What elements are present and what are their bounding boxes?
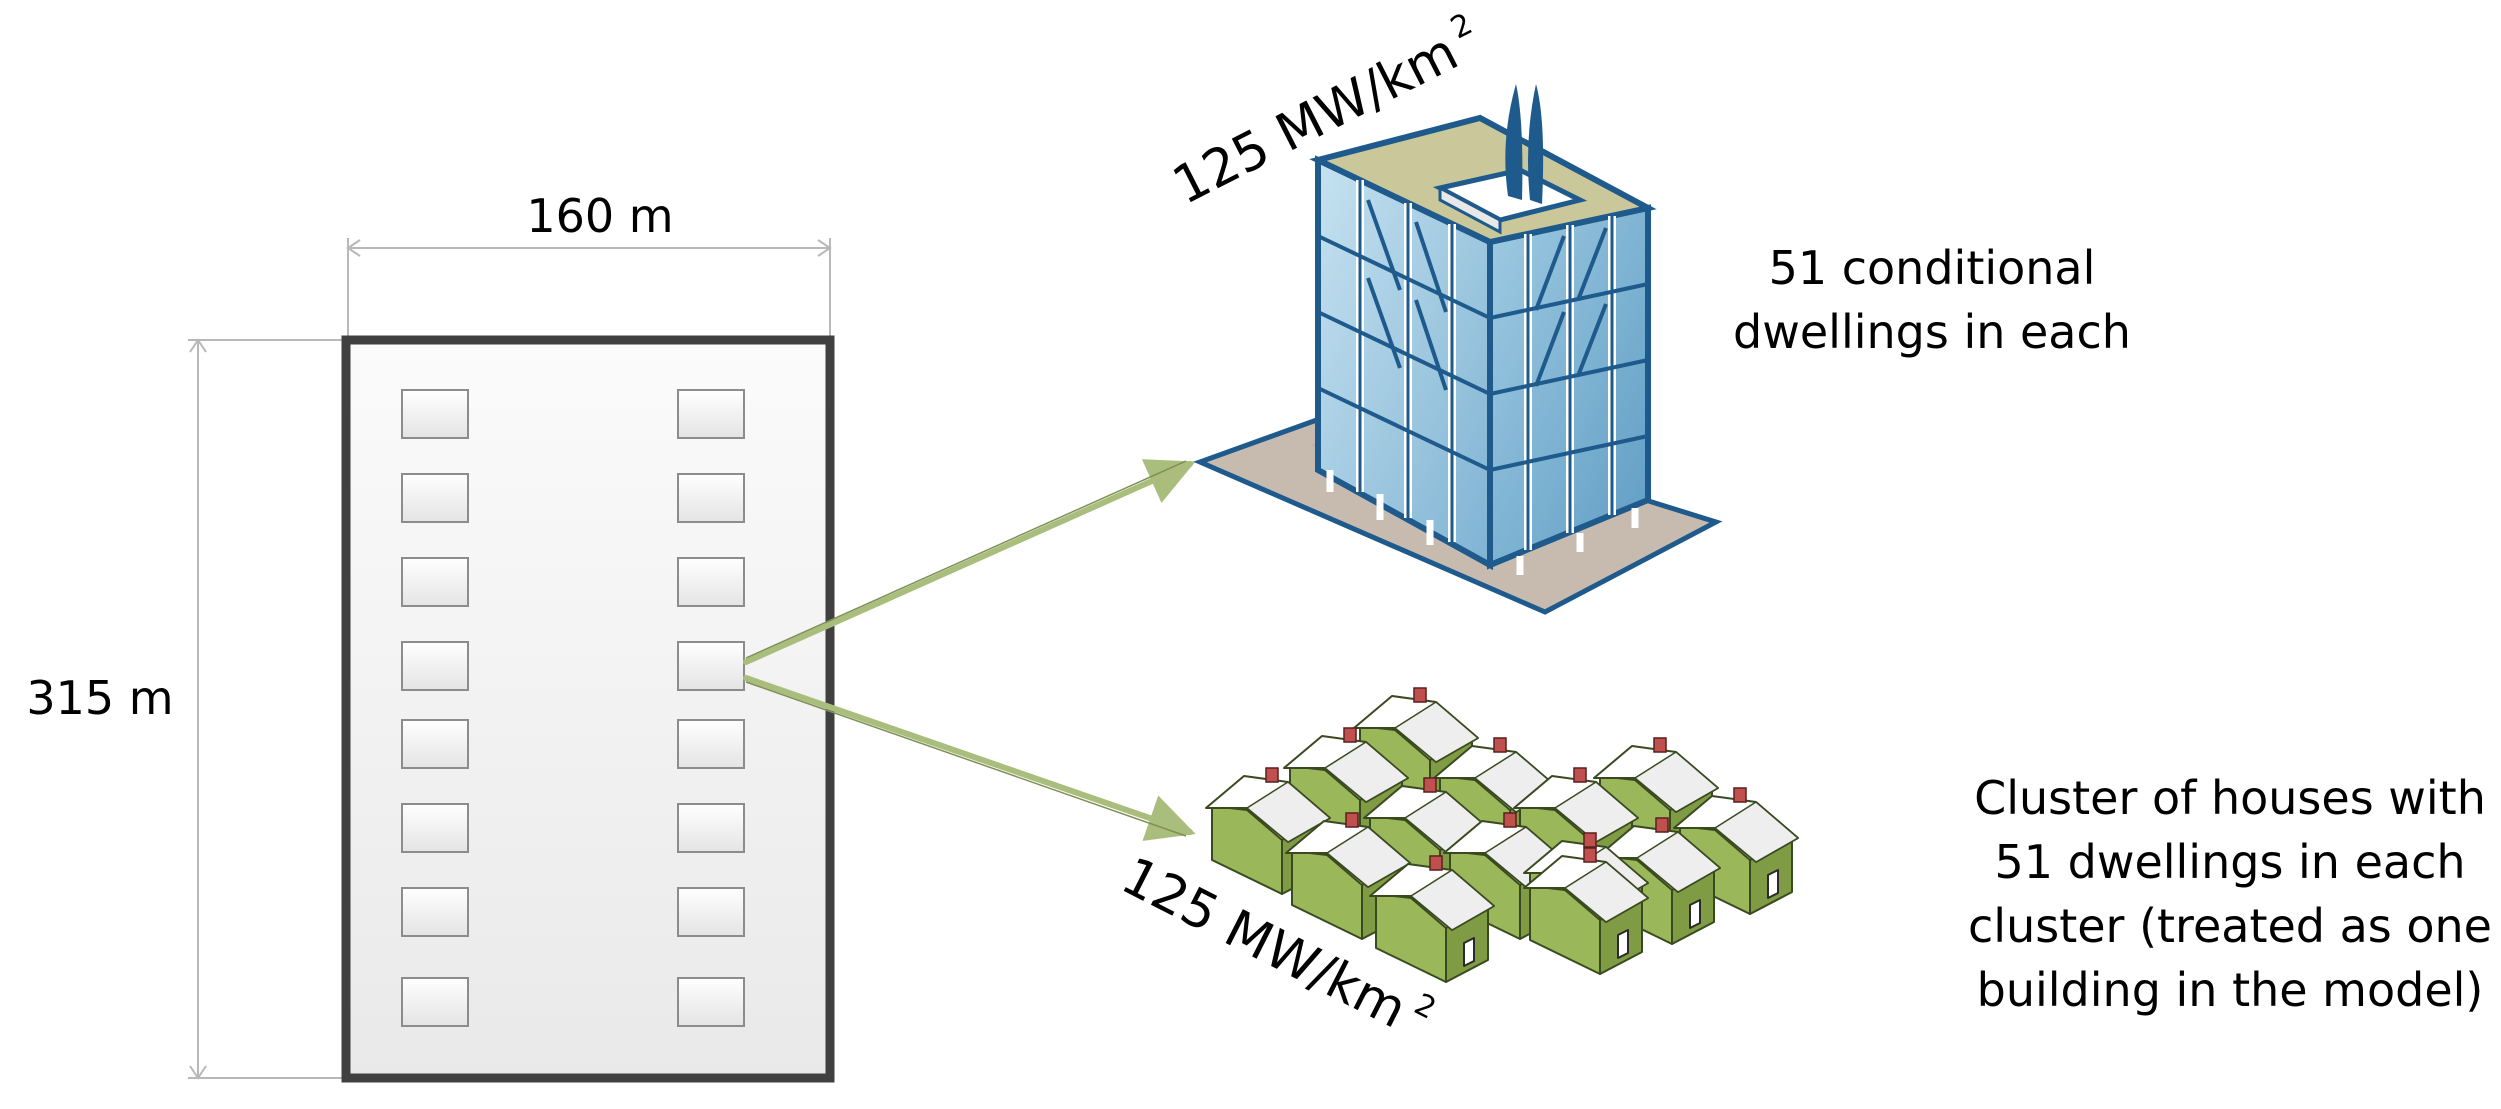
building-plot — [401, 887, 469, 937]
building-plots — [401, 389, 745, 1027]
arrow-to-apartment — [743, 459, 1196, 665]
building-plot — [401, 719, 469, 769]
building-plot — [401, 803, 469, 853]
svg-text:2: 2 — [1409, 987, 1442, 1027]
house-icon — [1523, 847, 1649, 975]
width-dimension — [346, 238, 832, 340]
building-plot — [677, 887, 745, 937]
width-label: 160 m — [526, 189, 673, 243]
svg-text:2: 2 — [1445, 7, 1478, 47]
arrow-to-houses — [743, 675, 1196, 841]
houses-description-line3: cluster (treated as one — [1968, 899, 2492, 953]
building-plot — [401, 557, 469, 607]
building-plot — [677, 641, 745, 691]
height-label: 315 m — [26, 671, 173, 725]
apartment-building-icon — [1193, 84, 1723, 615]
building-plot — [401, 641, 469, 691]
building-plot — [677, 389, 745, 439]
houses-description-line1: Cluster of houses with — [1974, 771, 2486, 825]
house-icon — [1369, 855, 1495, 983]
building-plot — [677, 719, 745, 769]
building-plot — [401, 977, 469, 1027]
houses-description-line4: building in the model) — [1977, 963, 2484, 1017]
arrows — [743, 459, 1196, 841]
houses-description-line2: 51 dwellings in each — [1994, 835, 2465, 889]
apartment-description-line1: 51 conditional — [1769, 241, 2096, 295]
house-cluster-icon — [1205, 687, 1799, 983]
building-plot — [677, 557, 745, 607]
building-plot — [677, 977, 745, 1027]
building-plot — [677, 803, 745, 853]
house-icon — [1285, 812, 1411, 940]
building-plot — [677, 473, 745, 523]
height-dimension — [188, 338, 346, 1080]
building-plot — [401, 389, 469, 439]
apartment-description-line2: dwellings in each — [1733, 305, 2131, 359]
building-plot — [401, 473, 469, 523]
urban-block — [341, 335, 835, 1083]
